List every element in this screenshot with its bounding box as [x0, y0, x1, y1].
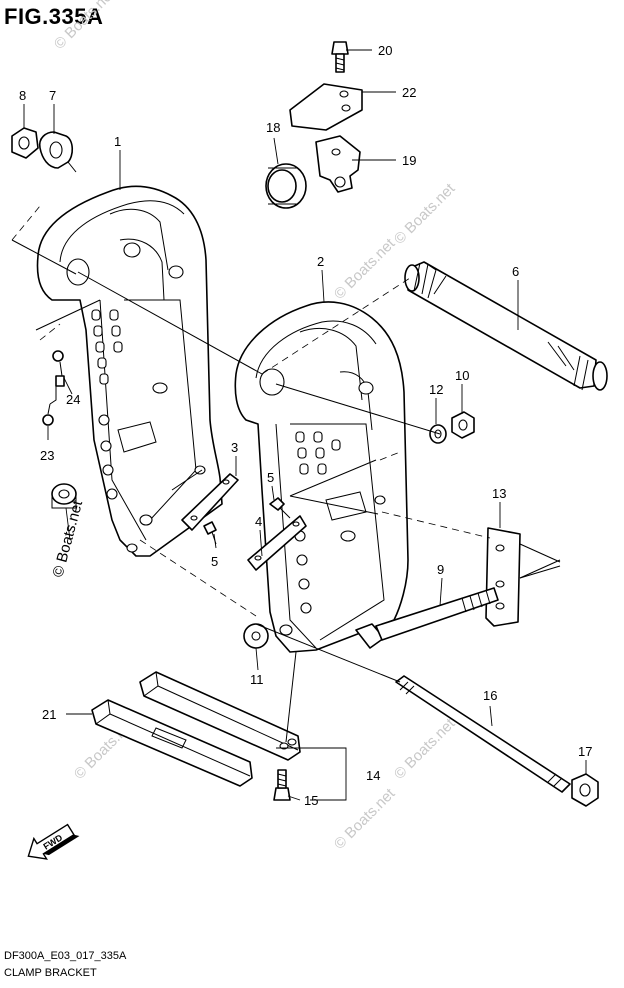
callout-1: 1 — [114, 134, 121, 149]
cover-plate-22 — [289, 83, 363, 131]
nut-10 — [451, 411, 475, 439]
watermark-text: © Boats.net — [391, 715, 459, 783]
callout-21: 21 — [42, 707, 56, 722]
watermark-text: © Boats.net — [391, 180, 459, 248]
callout-12: 12 — [429, 382, 443, 397]
callout-6: 6 — [512, 264, 519, 279]
callout-5-lower: 5 — [211, 554, 218, 569]
callout-numbers: 1 2 3 4 5 5 6 7 8 9 10 11 12 13 14 15 16… — [19, 43, 592, 808]
callout-2: 2 — [317, 254, 324, 269]
tilt-tube — [404, 261, 608, 391]
bolt-15 — [273, 769, 291, 801]
watermark-dark: © Boats.net — [49, 498, 86, 579]
bolt-20 — [331, 41, 349, 73]
callout-10: 10 — [455, 368, 469, 383]
washer-7 — [38, 131, 77, 173]
callout-20: 20 — [378, 43, 392, 58]
callout-22: 22 — [402, 85, 416, 100]
callout-8: 8 — [19, 88, 26, 103]
plate-3 — [181, 473, 239, 531]
bolt-9 — [355, 587, 499, 649]
callout-14: 14 — [366, 768, 380, 783]
nut-17 — [571, 773, 599, 807]
callout-17: 17 — [578, 744, 592, 759]
diagram-name: CLAMP BRACKET — [4, 967, 97, 979]
ground-wire-24 — [42, 350, 65, 426]
callout-24: 24 — [66, 392, 80, 407]
grommet-18 — [265, 163, 307, 209]
callout-19: 19 — [402, 153, 416, 168]
callout-15: 15 — [304, 793, 318, 808]
screw-5-upper — [269, 497, 291, 519]
figure-title: FIG.335A — [4, 4, 104, 29]
watermark-text: © Boats.net — [51, 0, 119, 53]
bolt-16 — [395, 675, 571, 793]
callout-4: 4 — [255, 514, 262, 529]
callout-13: 13 — [492, 486, 506, 501]
callout-11: 11 — [250, 672, 264, 687]
washer-12 — [429, 424, 447, 444]
plate-13 — [485, 527, 521, 627]
nut-23 — [51, 483, 77, 509]
diagram-code: DF300A_E03_017_335A — [4, 950, 127, 962]
nut-8 — [11, 127, 39, 159]
plate-4 — [247, 515, 307, 571]
leader-lines — [23, 49, 587, 801]
callout-9: 9 — [437, 562, 444, 577]
clamp-bracket-left — [36, 185, 223, 557]
assembly-guides — [11, 205, 561, 743]
bracket-19 — [315, 135, 361, 193]
watermark-text: © Boats.net — [331, 235, 399, 303]
watermark-text: © Boats.net — [331, 785, 399, 853]
callout-16: 16 — [483, 688, 497, 703]
callout-23: 23 — [40, 448, 54, 463]
spacer-21 — [91, 699, 253, 787]
spacer-14 — [139, 671, 301, 761]
callout-5-upper: 5 — [267, 470, 274, 485]
fwd-arrow: FWD — [27, 823, 80, 860]
screw-5-lower — [203, 521, 217, 545]
callout-18: 18 — [266, 120, 280, 135]
callout-3: 3 — [231, 440, 238, 455]
callout-7: 7 — [49, 88, 56, 103]
clamp-bracket-right — [234, 301, 409, 653]
